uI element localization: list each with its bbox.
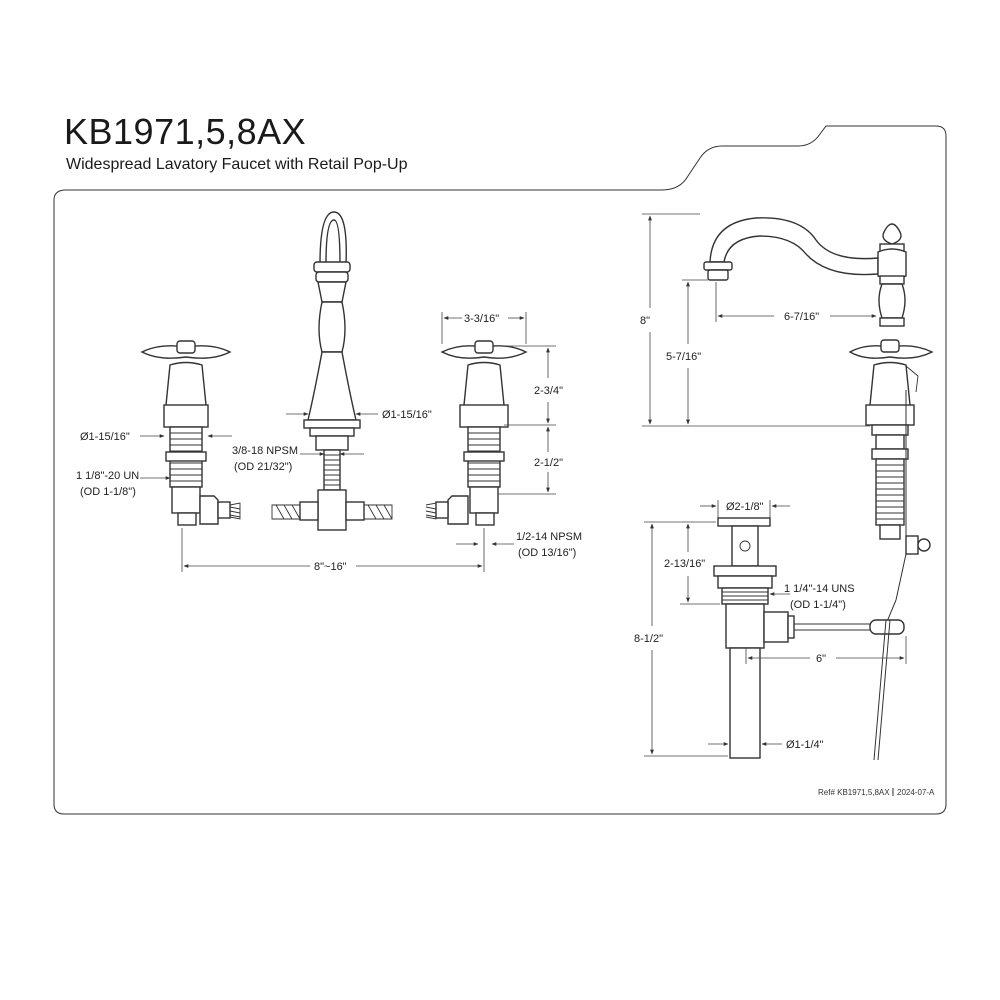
front-view-dimensions	[140, 312, 556, 572]
label-spout-height: 5-7/16"	[666, 351, 701, 363]
drawing-frame	[53, 125, 947, 815]
label-supply-thread: 1 1/8"-20 UN	[76, 470, 139, 482]
label-tailpiece-diameter: Ø1-1/4"	[786, 739, 824, 751]
label-shank-length: 2-1/2"	[534, 457, 563, 469]
label-spread: 8"~16"	[314, 561, 347, 573]
label-supply-thread-od: (OD 1-1/8")	[80, 486, 136, 498]
label-overall-height: 8"	[640, 315, 650, 327]
left-cross-handle	[140, 340, 241, 526]
label-spout-thread-od: (OD 21/32")	[234, 461, 292, 473]
label-handle-height: 2-3/4"	[534, 385, 563, 397]
label-spout-thread: 3/8-18 NPSM	[232, 445, 298, 457]
drain-view-dimensions	[644, 500, 907, 757]
drawing-title: KB1971,5,8AX	[64, 111, 307, 152]
label-rod-length: 6"	[816, 653, 826, 665]
label-spout-diameter: Ø1-15/16"	[382, 409, 432, 421]
pop-up-drain	[713, 517, 905, 761]
center-spout	[271, 211, 393, 531]
label-handle-diameter: Ø1-15/16"	[80, 431, 130, 443]
label-body-thread: 1 1/4"-14 UNS	[784, 583, 855, 595]
right-cross-handle	[425, 340, 528, 526]
label-flange-diameter: Ø2-1/8"	[726, 501, 764, 513]
side-view-dimensions	[642, 213, 877, 427]
footer-revision: 2024-07-A	[897, 788, 935, 797]
drawing-subtitle: Widespread Lavatory Faucet with Retail P…	[66, 156, 408, 173]
footer-ref: Ref# KB1971,5,8AX	[818, 788, 890, 797]
side-view-faucet	[703, 217, 934, 625]
label-handle-width: 3-3/16"	[464, 313, 499, 325]
label-flange-height: 2-13/16"	[664, 558, 705, 570]
label-spout-reach: 6-7/16"	[784, 311, 819, 323]
label-outlet-thread-od: (OD 13/16")	[518, 547, 576, 559]
label-outlet-thread: 1/2-14 NPSM	[516, 531, 582, 543]
label-body-thread-od: (OD 1-1/4")	[790, 599, 846, 611]
label-overall-length: 8-1/2"	[634, 633, 663, 645]
